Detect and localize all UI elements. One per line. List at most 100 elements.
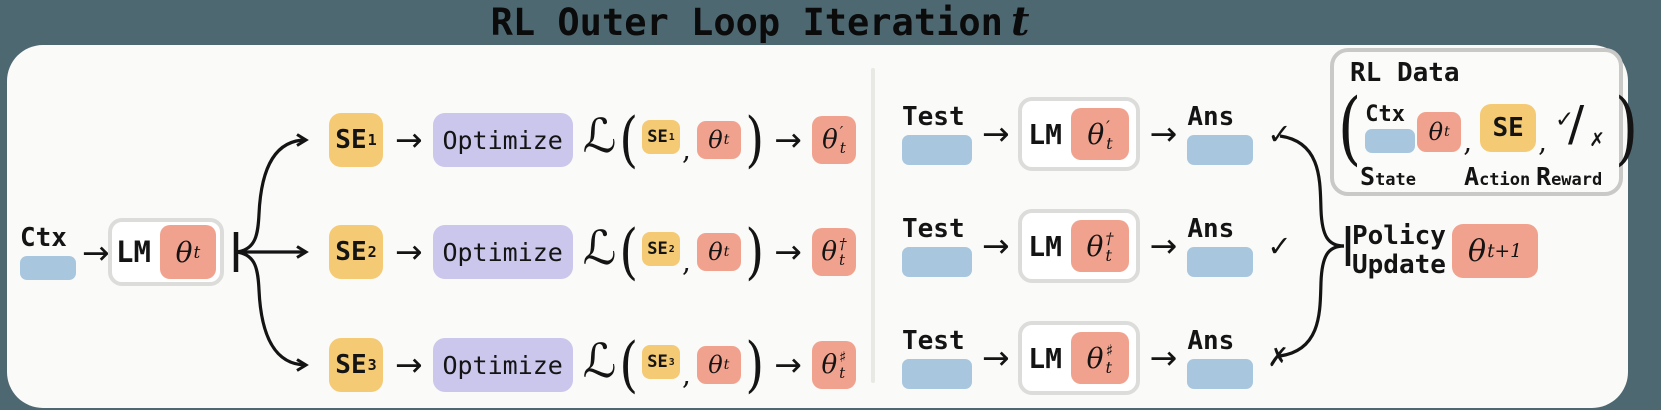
theta-subscript: t <box>193 242 201 262</box>
arrow-right-icon: → <box>982 226 1010 265</box>
state-rest: tate <box>1375 170 1417 190</box>
theta-superscript: ′ <box>839 123 844 142</box>
lm-label: LM <box>1028 229 1063 263</box>
ans-token-box <box>1187 134 1254 165</box>
se-label: SE <box>647 352 668 372</box>
ans-token-box <box>1187 358 1254 389</box>
ctx-label: Ctx <box>20 223 67 253</box>
close-paren: ) <box>745 105 764 175</box>
test-row-1: Test → LM θ ′t → Ans ✓ <box>902 97 1292 171</box>
comma: , <box>1463 124 1473 158</box>
test-row-3: Test → LM θ ♯t → Ans ✗ <box>902 321 1290 395</box>
theta-symbol: θ <box>708 351 723 379</box>
ans-label: Ans <box>1187 325 1235 356</box>
lm-label: LM <box>1028 341 1063 375</box>
theta-symbol: θ <box>1468 233 1487 269</box>
ans-label: Ans <box>1187 213 1235 244</box>
arrow-right-icon: → <box>982 114 1010 153</box>
se-label: SE <box>647 239 668 259</box>
reward-caption: Reward <box>1536 162 1602 191</box>
close-paren: ) <box>745 217 764 287</box>
theta-symbol: θ <box>822 125 838 155</box>
arrow-right-icon: → <box>1149 226 1178 265</box>
theta-prime-tag: θ ′t <box>811 116 856 164</box>
test-label: Test <box>902 213 965 244</box>
theta-dagger-tag: θ †t <box>811 228 856 276</box>
se-index: 1 <box>367 131 377 149</box>
theta-symbol: θ <box>1086 341 1104 375</box>
test-input-group: Test <box>902 103 972 165</box>
check-icon: ✓ <box>1267 229 1292 263</box>
loss-symbol: ℒ <box>582 109 617 164</box>
ans-label: Ans <box>1187 101 1235 132</box>
reward-rest: eward <box>1551 170 1603 190</box>
arrow-right-icon: → <box>1149 114 1178 153</box>
theta-symbol: θ <box>1428 118 1444 146</box>
theta-subscript: t <box>1105 358 1113 377</box>
converge-brace-connector <box>1279 134 1351 358</box>
se-index: 3 <box>668 356 675 368</box>
slash-icon: ∕ <box>1568 96 1585 152</box>
loss-symbol: ℒ <box>582 221 617 276</box>
check-icon: ✓ <box>1555 107 1575 133</box>
lm-label: LM <box>116 234 151 269</box>
lm-theta-dagger-box: LM θ †t <box>1017 209 1140 283</box>
ctx-token-box <box>1365 129 1416 153</box>
action-initial: A <box>1464 162 1480 191</box>
policy-update-label: Policy Update <box>1352 222 1446 280</box>
test-token-box <box>902 358 972 389</box>
arrow-right-icon: → <box>774 232 802 271</box>
reward-initial: R <box>1536 162 1552 191</box>
cross-icon: ✗ <box>1267 343 1290 373</box>
se-action-tag: SE <box>1480 104 1537 152</box>
theta-sharp-tag: θ ♯t <box>1071 332 1130 384</box>
reward-check-or-cross-icon: ✓ ∕ ✗ <box>1555 97 1607 152</box>
test-token-box <box>902 246 972 277</box>
lm-label: LM <box>1028 117 1063 151</box>
theta-subscript: t <box>1444 124 1450 140</box>
theta-superscript: † <box>1105 228 1114 248</box>
se-label: SE <box>335 237 367 267</box>
policy-label-line2: Update <box>1352 250 1446 280</box>
optimize-box: Optimize <box>432 338 573 392</box>
optimize-box: Optimize <box>432 225 573 279</box>
theta-subscript: t <box>839 364 846 382</box>
se-index: 3 <box>367 356 377 374</box>
theta-symbol: θ <box>708 238 723 266</box>
se-label: SE <box>647 127 668 147</box>
se-label: SE <box>335 125 367 155</box>
comma: , <box>681 132 691 166</box>
test-row-2: Test → LM θ †t → Ans ✓ <box>902 209 1292 283</box>
open-paren: ( <box>618 217 638 287</box>
context-input-group: Ctx <box>20 225 76 280</box>
se-index: 2 <box>367 243 377 261</box>
answer-output-group: Ans <box>1187 213 1254 277</box>
arrow-right-icon: → <box>982 338 1010 377</box>
close-paren: ) <box>1614 81 1639 174</box>
state-initial: S <box>1360 162 1376 191</box>
test-label: Test <box>902 325 965 356</box>
check-icon: ✓ <box>1267 117 1292 151</box>
se-index: 2 <box>668 243 675 255</box>
theta-sharp-tag: θ ♯t <box>811 341 856 389</box>
theta-symbol: θ <box>1087 117 1105 151</box>
theta-subscript: t <box>1106 134 1113 153</box>
arrow-right-icon: → <box>774 120 802 159</box>
arrow-right-icon: → <box>1149 338 1178 377</box>
arrow-right-icon: → <box>395 120 423 159</box>
test-input-group: Test <box>902 325 972 389</box>
test-input-group: Test <box>902 213 972 277</box>
theta-symbol: θ <box>821 350 838 380</box>
test-token-box <box>902 134 972 165</box>
